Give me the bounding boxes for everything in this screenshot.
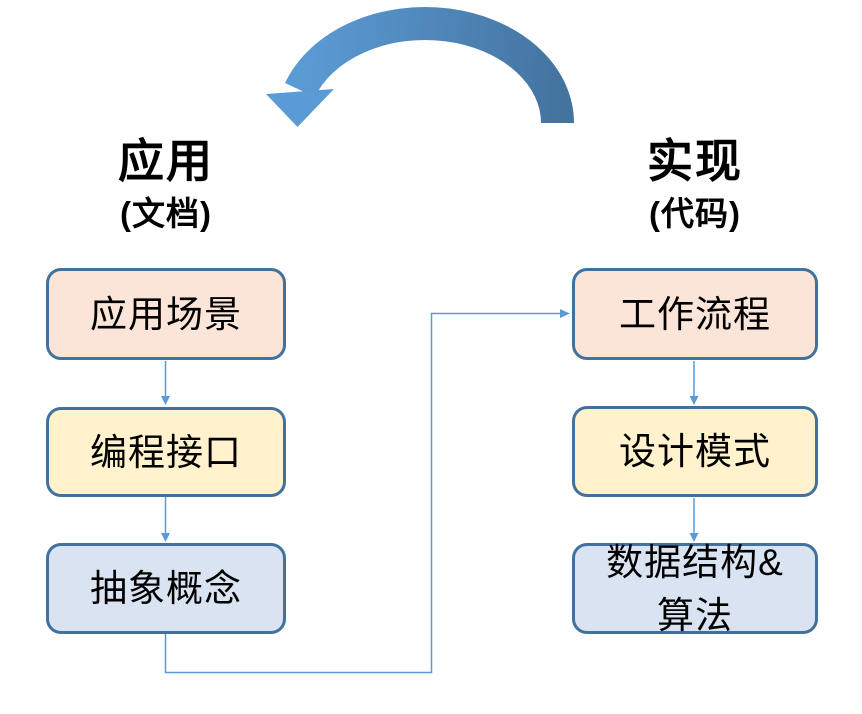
right-column-subtitle: (代码) [649,195,741,232]
box-label: 工作流程 [619,293,771,335]
left-column-subtitle: (文档) [120,195,212,232]
box-label-line2: 算法 [657,594,733,636]
box-label: 数据结构& [606,541,784,583]
right-column-header: 实现 (代码) [572,133,818,235]
box-application-scenario: 应用场景 [46,268,286,360]
box-workflow: 工作流程 [572,268,818,360]
connector-elbow-icon [164,309,570,674]
curved-arrow-head-icon [266,89,334,127]
box-abstract-concept: 抽象概念 [46,543,286,634]
box-label: 设计模式 [619,431,771,472]
connector-left-2-icon [161,497,170,542]
left-column-title: 应用 [118,135,214,187]
connector-left-1-icon [161,361,170,405]
curved-arrow-icon [266,7,574,127]
box-label: 应用场景 [90,293,242,335]
box-label: 编程接口 [90,431,242,473]
right-column-title: 实现 [647,135,743,187]
box-programming-interface: 编程接口 [46,407,286,497]
box-design-pattern: 设计模式 [572,406,818,497]
connector-right-1-icon [689,361,699,405]
box-data-structure-algorithm: 数据结构& 算法 [572,542,818,636]
left-column-header: 应用 (文档) [46,133,286,235]
box-label: 抽象概念 [90,568,242,609]
connector-right-2-icon [689,498,699,542]
